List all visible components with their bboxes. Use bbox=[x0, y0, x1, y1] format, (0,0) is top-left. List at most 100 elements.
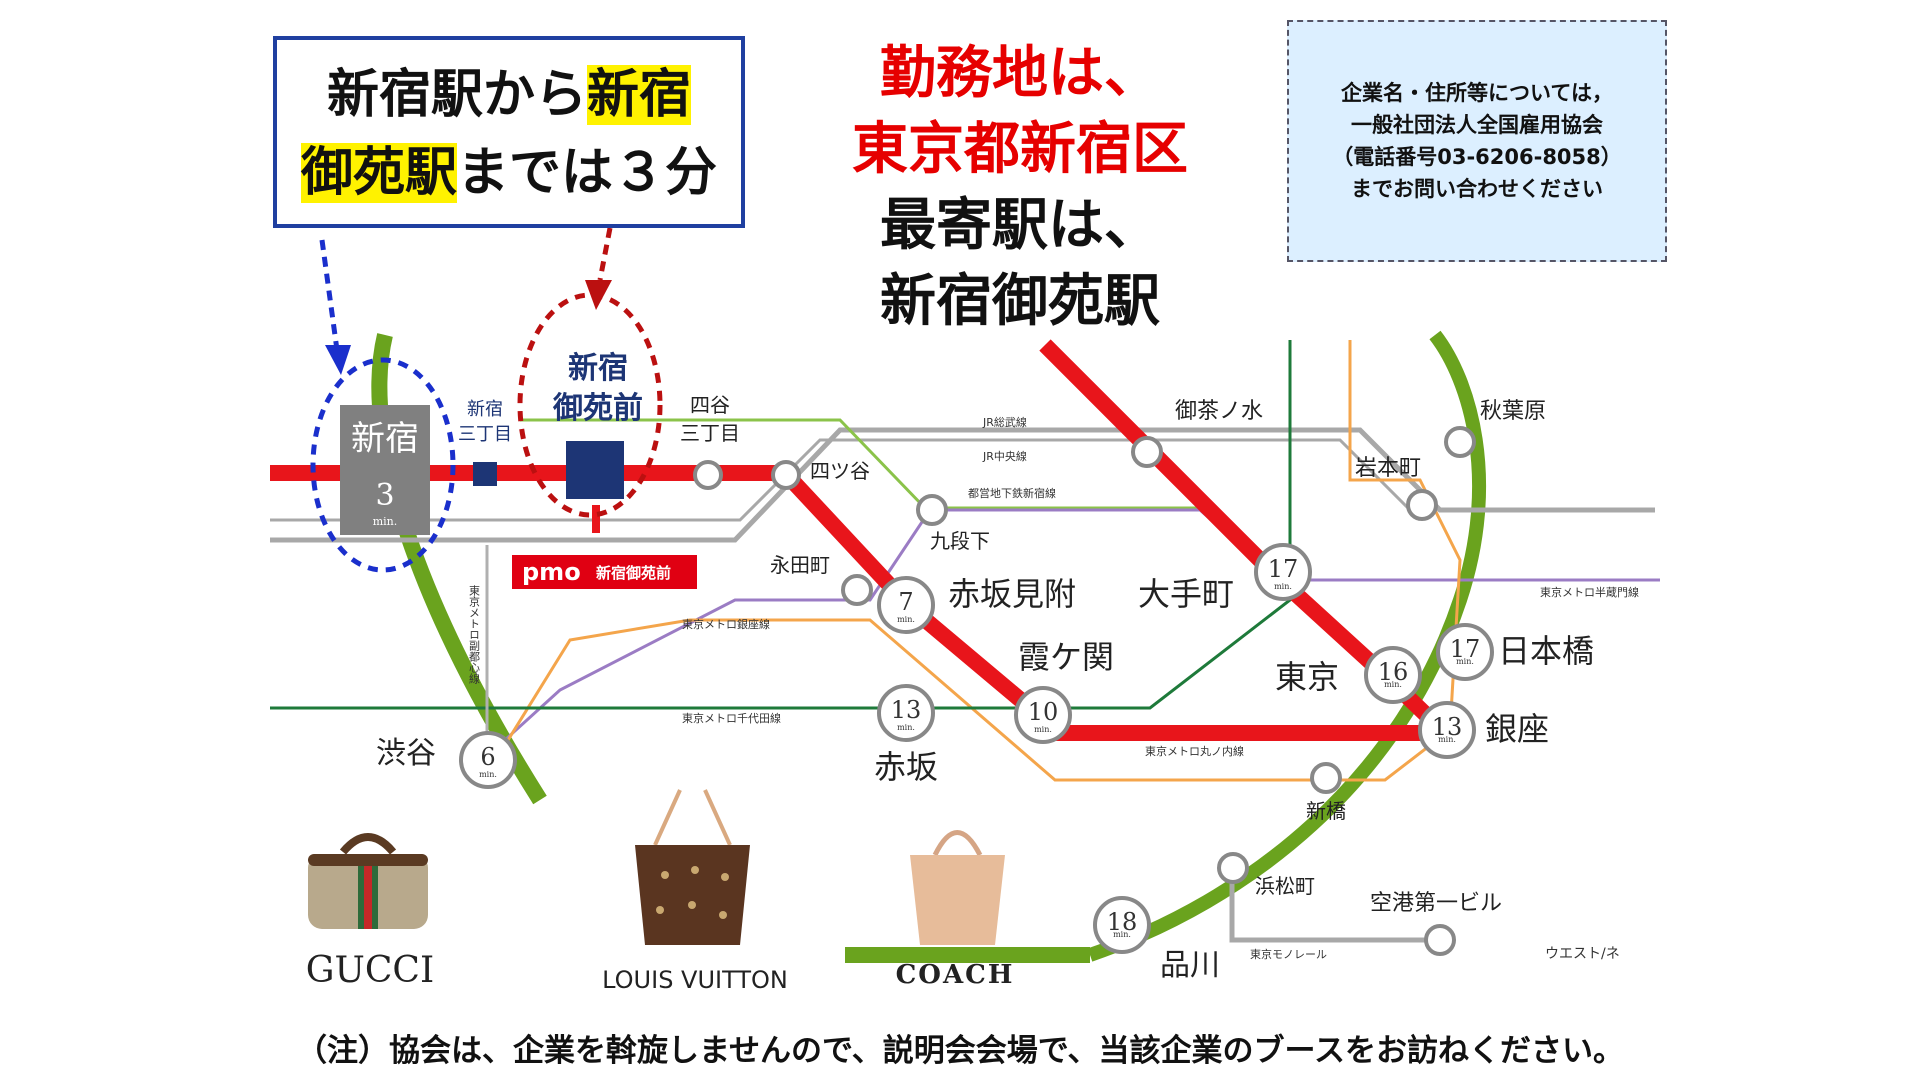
fukutoshin-label: 東京メトロ副都心線 bbox=[468, 585, 481, 684]
note-line-2: 一般社団法人全国雇用協会 bbox=[1351, 113, 1603, 137]
gyoenmae-square bbox=[566, 441, 624, 499]
yotsuya-sanchome-label-2: 三丁目 bbox=[680, 421, 740, 445]
note-line-1: 企業名・住所等については， bbox=[1341, 81, 1613, 105]
gucci-label: GUCCI bbox=[305, 950, 435, 991]
akihabara-node bbox=[1444, 426, 1476, 458]
min-unit: min. bbox=[1456, 657, 1474, 666]
min-unit: min. bbox=[479, 770, 497, 779]
yotsuya-sanchome-node bbox=[693, 460, 723, 490]
min-unit: min. bbox=[1113, 930, 1131, 939]
blue-arrowhead bbox=[325, 345, 351, 375]
credit-label: ウエスト/ネ bbox=[1545, 946, 1620, 962]
gyoenmae-label-1: 新宿 bbox=[568, 351, 628, 386]
note-line-4: までお問い合わせください bbox=[1351, 177, 1603, 201]
shinjuku-sanchome-square bbox=[473, 462, 497, 486]
shinbashi-node bbox=[1310, 762, 1342, 794]
sanchome-label-1: 新宿 bbox=[467, 399, 503, 420]
kasumigaseki-node bbox=[1014, 686, 1072, 744]
akasaka-min: 13 bbox=[891, 696, 922, 724]
note-line-3: （電話番号03-6206-8058） bbox=[1332, 145, 1622, 169]
tokyo-label: 東京 bbox=[1275, 658, 1339, 696]
shibuya-label: 渋谷 bbox=[376, 736, 436, 771]
toei-shinjuku-line bbox=[520, 418, 1200, 510]
pmo-brand: pmo bbox=[522, 558, 581, 586]
hamamatsucho-node bbox=[1217, 852, 1249, 884]
otemachi-label: 大手町 bbox=[1138, 575, 1234, 613]
sanchome-label-2: 三丁目 bbox=[458, 424, 512, 445]
shibuya-node bbox=[459, 731, 517, 789]
min-unit: min. bbox=[897, 723, 915, 732]
nihonbashi-label: 日本橋 bbox=[1498, 632, 1594, 670]
shinjuku-min: 3 bbox=[375, 478, 394, 513]
min-unit: min. bbox=[1384, 680, 1402, 689]
jr-chuo-line bbox=[270, 438, 1422, 522]
gyoenmae-circle bbox=[517, 292, 663, 518]
otemachi-min: 17 bbox=[1268, 555, 1299, 583]
kuko-node bbox=[1424, 924, 1456, 956]
toei-shinjuku-label: 都営地下鉄新宿線 bbox=[968, 486, 1056, 500]
gyoenmae-label-2: 御苑前 bbox=[552, 391, 643, 426]
nagatacho-label: 永田町 bbox=[770, 553, 830, 577]
iwamotocho-node bbox=[1406, 489, 1438, 521]
shinjuku-min-unit: min. bbox=[373, 515, 398, 528]
contact-note: 企業名・住所等については， 一般社団法人全国雇用協会 （電話番号03-6206-… bbox=[1287, 20, 1667, 262]
red-arrowhead bbox=[585, 280, 612, 310]
callout-box: 新宿駅から新宿 御苑駅までは３分 bbox=[273, 36, 745, 228]
chiyoda-line-label: 東京メトロ千代田線 bbox=[682, 711, 781, 725]
blue-arrow bbox=[319, 239, 340, 351]
ginza-label: 銀座 bbox=[1485, 710, 1549, 748]
pmo-label: 新宿御苑前 bbox=[596, 564, 671, 582]
callout-highlight: 新宿 bbox=[587, 65, 692, 125]
ginza-node bbox=[1418, 701, 1476, 759]
iwamotocho-label: 岩本町 bbox=[1355, 456, 1421, 481]
akasaka-mitsuke-label: 赤坂見附 bbox=[948, 575, 1076, 613]
otemachi-node bbox=[1254, 543, 1312, 601]
shinjuku-label: 新宿 bbox=[351, 419, 419, 459]
coach-label: COACH bbox=[895, 960, 1015, 990]
yotsuya-label: 四ツ谷 bbox=[810, 459, 870, 483]
shinjuku-circle bbox=[310, 357, 456, 573]
akihabara-label: 秋葉原 bbox=[1480, 399, 1546, 424]
callout-line-2: 御苑駅までは３分 bbox=[277, 134, 741, 212]
yotsuya-sanchome-label-1: 四谷 bbox=[690, 393, 730, 417]
ginza-line-label: 東京メトロ銀座線 bbox=[682, 617, 770, 631]
kasumigaseki-min: 10 bbox=[1028, 698, 1059, 726]
gyoenmae-stem bbox=[592, 505, 600, 533]
yamanote-line bbox=[371, 333, 547, 805]
headline-line-2: 東京都新宿区 bbox=[852, 117, 1188, 182]
shibuya-min: 6 bbox=[480, 743, 495, 771]
hamamatsucho-label: 浜松町 bbox=[1255, 874, 1315, 898]
tokyo-min: 16 bbox=[1378, 658, 1409, 686]
callout-line-1: 新宿駅から新宿 bbox=[277, 56, 741, 134]
yotsuya-node bbox=[771, 460, 801, 490]
nihonbashi-node bbox=[1436, 623, 1494, 681]
pmo-badge bbox=[512, 555, 697, 589]
min-unit: min. bbox=[1438, 735, 1456, 744]
akasaka-mitsuke-node bbox=[877, 576, 935, 634]
callout-text: までは３分 bbox=[457, 143, 718, 203]
shinagawa-label: 品川 bbox=[1160, 948, 1220, 983]
lv-label: LOUIS VUITTON bbox=[602, 966, 788, 994]
kudanshita-label: 九段下 bbox=[930, 529, 990, 553]
kasumigaseki-label: 霞ケ関 bbox=[1018, 638, 1114, 676]
nihonbashi-min: 17 bbox=[1450, 635, 1481, 663]
red-arrow bbox=[597, 227, 613, 281]
chiyoda-line bbox=[270, 340, 1292, 710]
shinagawa-min: 18 bbox=[1107, 908, 1138, 936]
kudanshita-node bbox=[916, 494, 948, 526]
ginza-min: 13 bbox=[1432, 713, 1463, 741]
lv-bag-image bbox=[625, 785, 760, 950]
headline-line-4: 新宿御苑駅 bbox=[880, 269, 1160, 334]
hanzomon-line-label: 東京メトロ半蔵門線 bbox=[1540, 585, 1639, 599]
shinagawa-node bbox=[1093, 896, 1151, 954]
monorail-label: 東京モノレール bbox=[1250, 947, 1327, 961]
ginza-line bbox=[503, 340, 1462, 782]
shinbashi-label: 新橋 bbox=[1306, 799, 1346, 823]
nagatacho-node bbox=[841, 574, 873, 606]
ochanomizu-label: 御茶ノ水 bbox=[1175, 399, 1263, 424]
akasaka-label: 赤坂 bbox=[874, 748, 938, 786]
shinjuku-block bbox=[340, 405, 430, 535]
hanzomon-line bbox=[503, 508, 1660, 742]
min-unit: min. bbox=[1274, 582, 1292, 591]
